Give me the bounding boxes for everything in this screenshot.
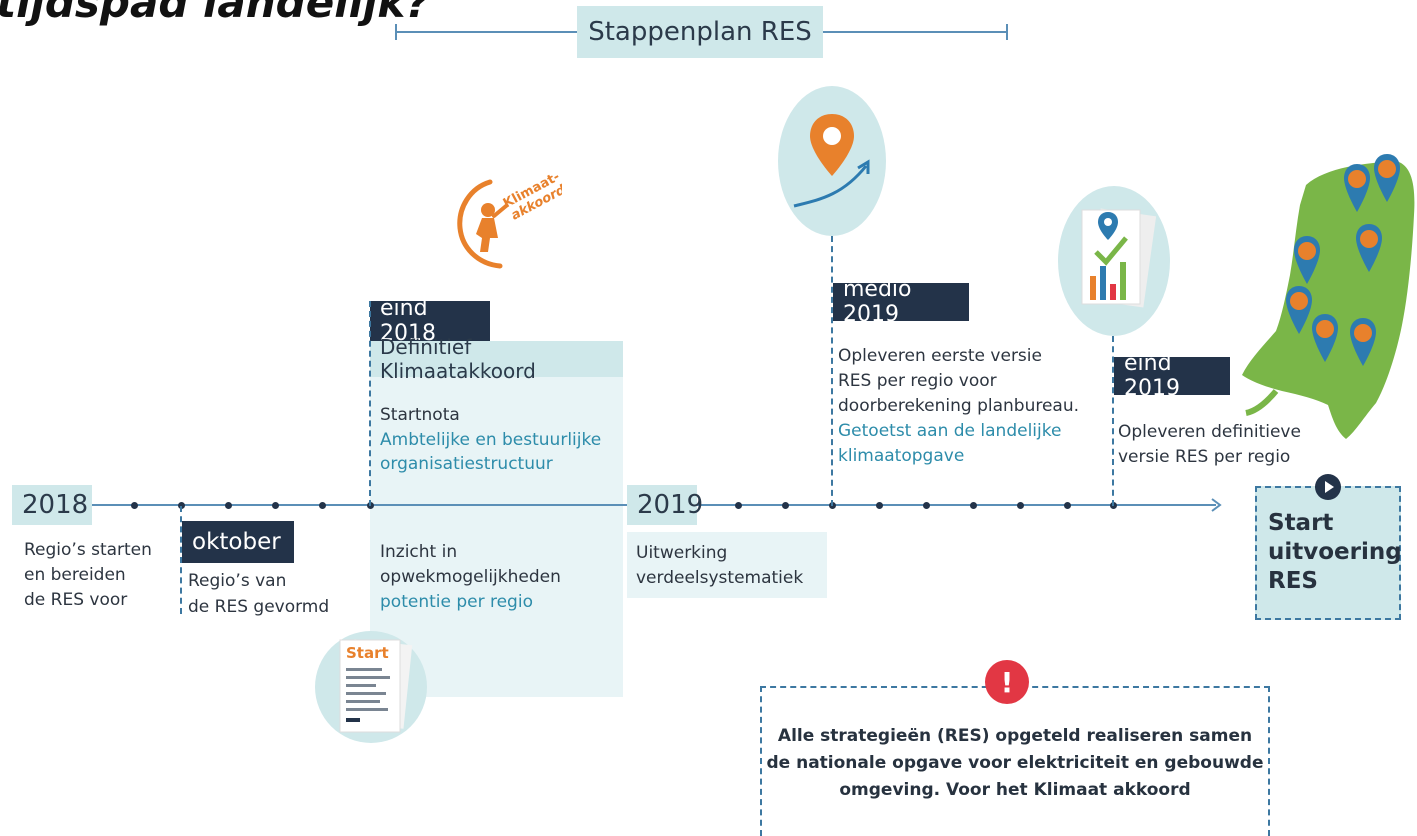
inzicht-line-1: Inzicht in xyxy=(380,542,458,562)
start-line-3: RES xyxy=(1268,568,1318,594)
eind-2019-connector xyxy=(1112,336,1114,506)
header-line-left xyxy=(395,31,577,33)
header-tick-left xyxy=(395,24,397,40)
location-pin-arrow-icon xyxy=(793,114,870,208)
year-2019-label: 2019 xyxy=(627,485,703,525)
eind-2019-label: eind 2019 xyxy=(1114,351,1230,401)
oktober-line-1: Regio’s van xyxy=(188,571,287,591)
timeline-dot xyxy=(1064,502,1071,509)
start-line-2: uitvoering xyxy=(1268,539,1402,565)
timeline-dot xyxy=(178,502,185,509)
eind-2018-connector xyxy=(369,301,371,506)
eind-2018-subtitle: Definitief Klimaatakkoord xyxy=(370,335,623,383)
y2019-panel xyxy=(627,532,827,598)
timeline-arrow-icon xyxy=(1211,498,1222,512)
y2018-line-3: de RES voor xyxy=(24,590,128,610)
map-pin-icon xyxy=(1344,164,1370,212)
callout-line-1: Alle strategieën (RES) opgeteld realiser… xyxy=(777,726,1253,746)
medio-2019-label: medio 2019 xyxy=(833,277,969,327)
start-document-icon: Start xyxy=(339,639,413,733)
timeline-dot xyxy=(876,502,883,509)
play-icon xyxy=(1315,474,1341,500)
timeline-dot xyxy=(735,502,742,509)
callout-line-3: omgeving. Voor het Klimaat akkoord xyxy=(839,780,1191,800)
eind-2018-panel xyxy=(370,377,623,697)
timeline-dot xyxy=(272,502,279,509)
y2018-line-2: en bereiden xyxy=(24,565,126,585)
map-pin-icon xyxy=(1294,236,1320,284)
oktober-label: oktober xyxy=(182,521,294,563)
timeline-dot xyxy=(319,502,326,509)
map-pin-icon xyxy=(1286,286,1312,334)
timeline-dot xyxy=(225,502,232,509)
year-2018-label: 2018 xyxy=(12,485,92,525)
eind-2019-line-1: Opleveren definitieve xyxy=(1118,422,1301,442)
timeline-dot xyxy=(970,502,977,509)
medio-2019-line-2: RES per regio voor xyxy=(838,371,997,391)
medio-2019-connector xyxy=(831,236,833,506)
timeline-dot xyxy=(923,502,930,509)
medio-2019-teal-1: Getoetst aan de landelijke xyxy=(838,421,1062,441)
y2019-line-1: Uitwerking xyxy=(636,543,728,563)
page-title: tijdspad landelijk? xyxy=(0,0,430,27)
start-uitvoering-box xyxy=(1255,486,1401,620)
y2019-line-2: verdeelsystematiek xyxy=(636,568,804,588)
medio-2019-line-3: doorberekening planbureau. xyxy=(838,396,1080,416)
medio-2019-teal-2: klimaatopgave xyxy=(838,446,965,466)
start-line-1: Start xyxy=(1268,510,1334,536)
warning-icon: ! xyxy=(985,660,1029,704)
inzicht-line-2: opwekmogelijkheden xyxy=(380,567,561,587)
map-pin-icon xyxy=(1374,154,1400,202)
startnota-teal-1: Ambtelijke en bestuurlijke xyxy=(380,430,602,450)
oktober-line-2: de RES gevormd xyxy=(188,597,330,617)
klimaatakkoord-logo: Klimaat- akkoord xyxy=(457,169,562,269)
eind-2019-line-2: versie RES per regio xyxy=(1118,447,1291,467)
y2018-line-1: Regio’s starten xyxy=(24,540,152,560)
timeline-dot xyxy=(131,502,138,509)
startnota-label: Startnota xyxy=(380,405,460,425)
map-pin-icon xyxy=(1312,314,1338,362)
timeline-dot xyxy=(1017,502,1024,509)
header-title: Stappenplan RES xyxy=(577,6,823,58)
map-pin-icon xyxy=(1356,224,1382,272)
header-line-right xyxy=(823,31,1008,33)
map-pin-icon xyxy=(1350,318,1376,366)
header-tick-right xyxy=(1006,24,1008,40)
timeline-dot xyxy=(782,502,789,509)
startnota-teal-2: organisatiestructuur xyxy=(380,454,553,474)
callout-line-2: de nationale opgave voor elektriciteit e… xyxy=(766,753,1264,773)
medio-2019-line-1: Opleveren eerste versie xyxy=(838,346,1042,366)
report-chart-icon xyxy=(1081,208,1157,308)
oktober-connector xyxy=(180,506,182,614)
inzicht-teal: potentie per regio xyxy=(380,592,533,612)
start-doc-title: Start xyxy=(346,644,389,662)
